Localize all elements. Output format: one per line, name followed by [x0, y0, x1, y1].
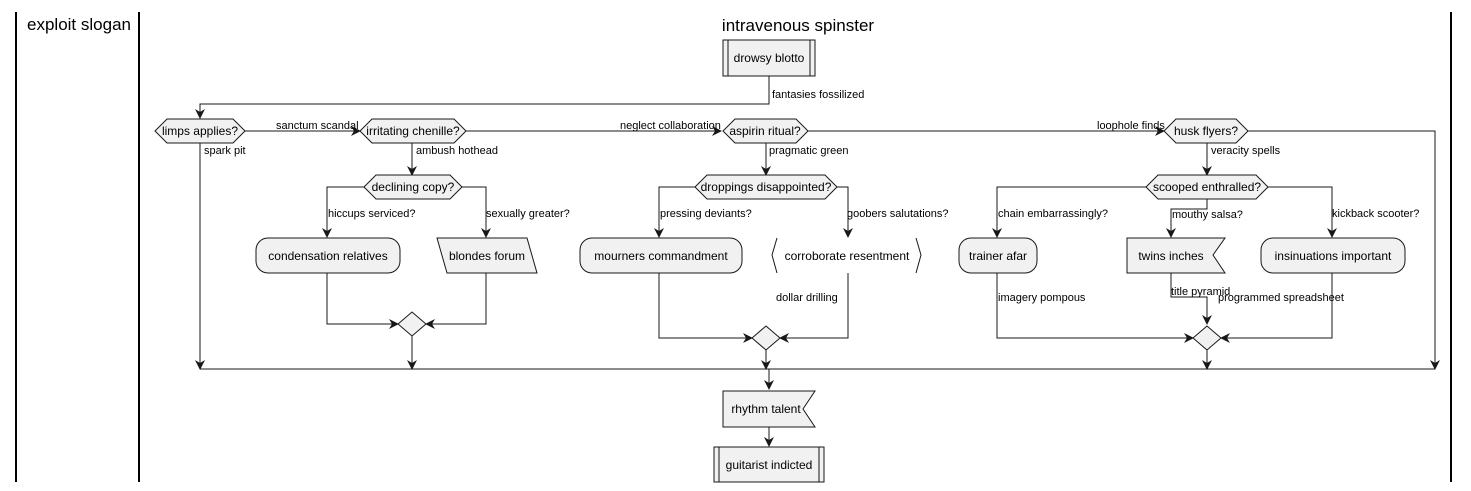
label-pragmatic-green: pragmatic green — [769, 145, 849, 157]
edge-labels: fantasies fossilized sanctum scandal spa… — [204, 89, 1419, 304]
node-drowsy-blotto: drowsy blotto — [722, 39, 816, 77]
svg-text:trainer afar: trainer afar — [969, 249, 1027, 263]
svg-text:rhythm talent: rhythm talent — [731, 402, 801, 416]
svg-text:declining copy?: declining copy? — [372, 180, 455, 194]
svg-text:husk flyers?: husk flyers? — [1174, 124, 1238, 138]
label-programmed-spreadsheet: programmed spreadsheet — [1218, 292, 1344, 304]
edge-corroborate-to-merge2 — [779, 273, 849, 343]
node-insinuations-important: insinuations important — [1260, 237, 1406, 274]
label-kickback-scooter: kickback scooter? — [1332, 208, 1419, 220]
node-droppings-disappointed: droppings disappointed? — [694, 174, 838, 200]
edge-condensation-to-merge1 — [326, 273, 399, 329]
svg-text:condensation relatives: condensation relatives — [268, 249, 387, 263]
svg-text:scooped enthralled?: scooped enthralled? — [1153, 180, 1261, 194]
merge-diamond-1 — [397, 311, 427, 337]
edge-declining-to-condensation — [322, 186, 364, 238]
node-scooped-enthralled: scooped enthralled? — [1145, 174, 1269, 200]
svg-text:corroborate resentment: corroborate resentment — [785, 249, 910, 263]
svg-text:guitarist indicted: guitarist indicted — [726, 458, 813, 472]
label-neglect-collaboration: neglect collaboration — [620, 120, 721, 132]
svg-text:insinuations important: insinuations important — [1275, 249, 1392, 263]
node-mourners-commandment: mourners commandment — [579, 237, 743, 274]
label-sanctum-scandal: sanctum scandal — [276, 120, 359, 132]
edge-husk-skip — [1248, 130, 1440, 370]
label-goobers-salutations: goobers salutations? — [847, 208, 949, 220]
label-chain-embarrassingly: chain embarrassingly? — [998, 208, 1108, 220]
label-ambush-hothead: ambush hothead — [416, 145, 498, 157]
node-rhythm-talent: rhythm talent — [722, 390, 816, 428]
node-limps-applies: limps applies? — [154, 118, 246, 144]
label-veracity-spells: veracity spells — [1211, 145, 1281, 157]
svg-text:blondes forum: blondes forum — [449, 249, 525, 263]
svg-text:limps applies?: limps applies? — [162, 124, 238, 138]
merge-diamond-3 — [1192, 325, 1222, 351]
svg-text:droppings disappointed?: droppings disappointed? — [701, 180, 832, 194]
node-declining-copy: declining copy? — [363, 174, 463, 200]
lane-title-exploit-slogan: exploit slogan — [27, 15, 131, 34]
label-fantasies-fossilized: fantasies fossilized — [772, 89, 864, 101]
label-imagery-pompous: imagery pompous — [998, 292, 1086, 304]
label-sexually-greater: sexually greater? — [486, 208, 570, 220]
node-condensation-relatives: condensation relatives — [255, 237, 401, 274]
edge-insinuations-to-merge3 — [1220, 273, 1333, 343]
label-title-pyramid: title pyramid — [1171, 286, 1230, 298]
edge-blondes-to-merge1 — [425, 273, 487, 329]
lane-title-intravenous-spinster: intravenous spinster — [722, 16, 874, 35]
node-twins-inches: twins inches — [1126, 237, 1226, 274]
edge-start-to-limps — [195, 76, 770, 119]
node-trainer-afar: trainer afar — [958, 237, 1038, 274]
edge-droppings-to-mourners — [654, 186, 695, 238]
edge-twins-to-merge3 — [1170, 273, 1212, 325]
merge-diamond-2 — [751, 325, 781, 351]
label-hiccups-serviced: hiccups serviced? — [328, 208, 415, 220]
label-dollar-drilling: dollar drilling — [776, 292, 838, 304]
svg-text:mourners commandment: mourners commandment — [594, 249, 728, 263]
node-husk-flyers: husk flyers? — [1163, 118, 1249, 144]
node-irritating-chenille: irritating chenille? — [359, 118, 467, 144]
label-mouthy-salsa: mouthy salsa? — [1172, 209, 1243, 221]
label-pressing-deviants: pressing deviants? — [660, 208, 752, 220]
edge-scooped-to-twins — [1166, 199, 1208, 238]
node-blondes-forum: blondes forum — [436, 237, 538, 274]
edge-mourners-to-merge2 — [658, 273, 753, 343]
edge-scooped-to-insinuations — [1268, 186, 1337, 238]
node-aspirin-ritual: aspirin ritual? — [722, 118, 809, 144]
edges — [195, 76, 1440, 447]
node-guitarist-indicted: guitarist indicted — [713, 446, 825, 483]
label-loophole-finds: loophole finds — [1097, 120, 1165, 132]
svg-text:twins inches: twins inches — [1138, 249, 1203, 263]
edge-droppings-to-corroborate — [837, 186, 853, 238]
edge-trainer-to-merge3 — [996, 273, 1194, 343]
edge-declining-to-blondes — [462, 186, 491, 238]
node-corroborate-resentment: corroborate resentment — [771, 237, 922, 274]
svg-text:drowsy blotto: drowsy blotto — [734, 51, 805, 65]
svg-text:aspirin ritual?: aspirin ritual? — [729, 124, 801, 138]
svg-text:irritating chenille?: irritating chenille? — [366, 124, 460, 138]
edge-scooped-to-trainer — [992, 186, 1146, 238]
label-spark-pit: spark pit — [204, 145, 246, 157]
